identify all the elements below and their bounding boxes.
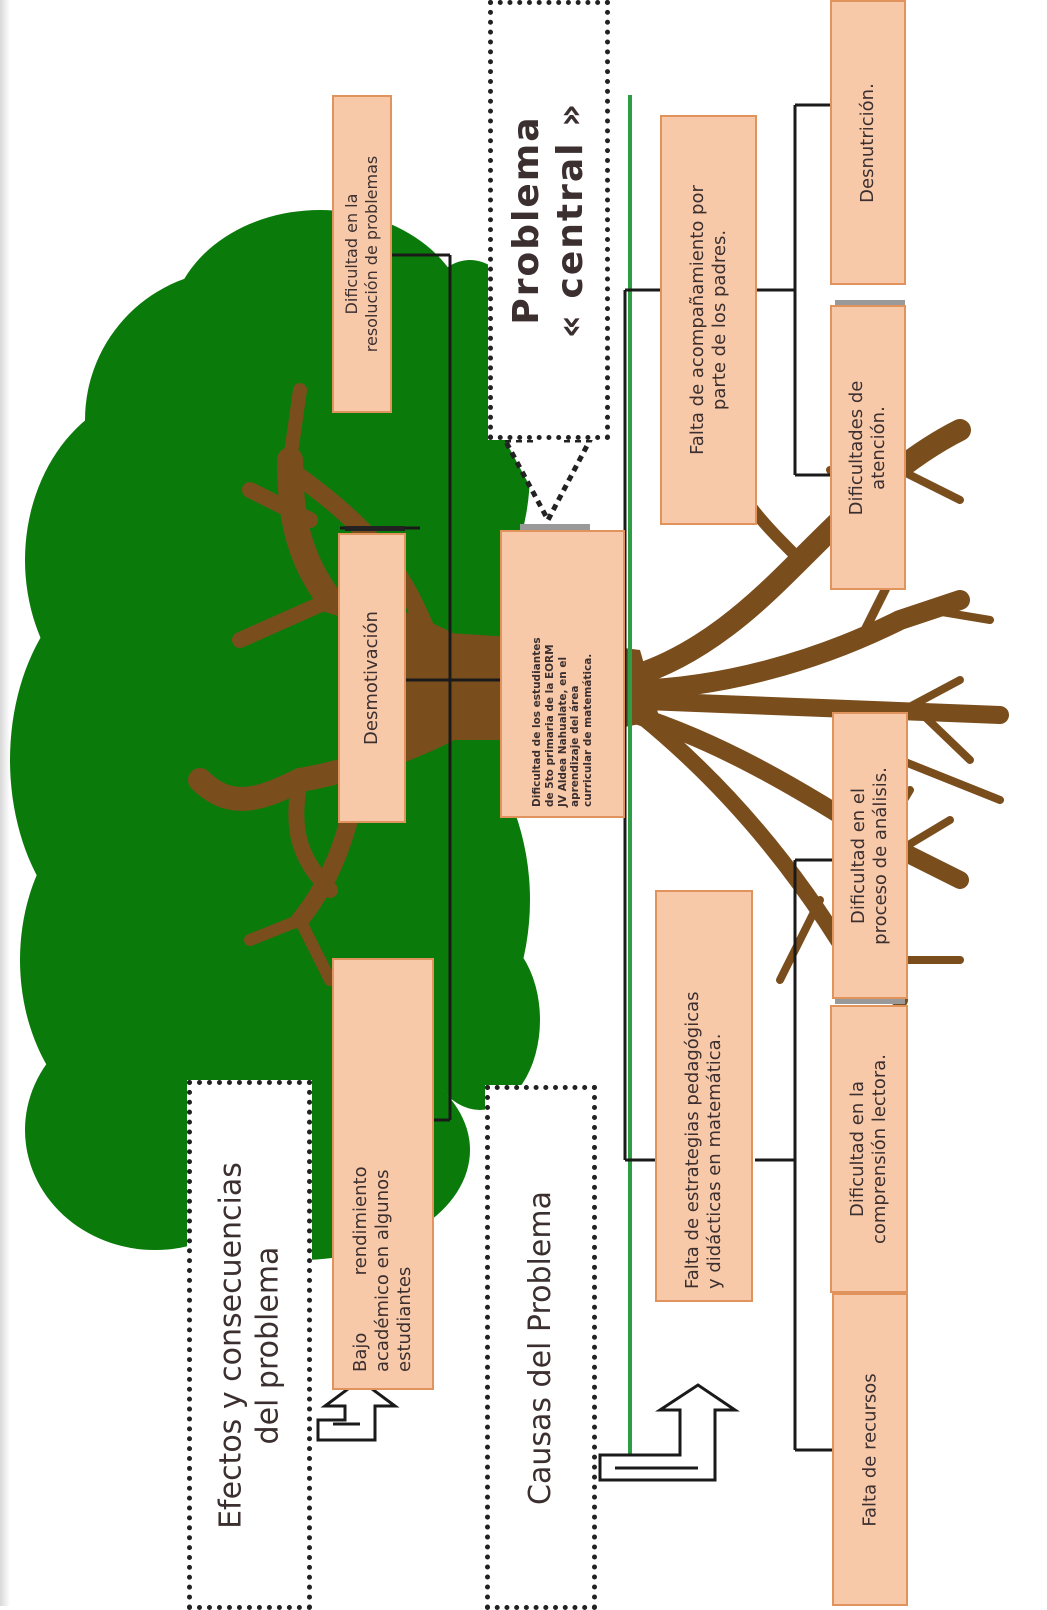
page-edge-shadow (0, 0, 10, 1606)
cause-line: y didácticas en matemática. (704, 1033, 725, 1289)
subcause-box-malnutrition: Desnutrición. (830, 0, 906, 285)
subcause-box-resources: Falta de recursos (832, 1293, 908, 1606)
central-title-line1: Problema (506, 115, 548, 325)
effect-line: resolución de problemas (362, 155, 381, 353)
subcause-text: Dificultad en la comprensión lectora. (833, 1008, 905, 1290)
central-problem-line: aprendizaje del área (568, 685, 581, 807)
effect-line: académico en algunos (372, 1169, 394, 1373)
causes-title-box: Causas del Problema (485, 1085, 597, 1610)
effect-line: Dificultad en la (342, 193, 362, 315)
central-problem-box: Dificultad de los estudiantes de 5to pri… (500, 530, 625, 818)
central-title-box: Problema « central » (488, 0, 610, 440)
effects-title-box: Efectos y consecuencias del problema (187, 1080, 312, 1610)
subcause-line: Desnutrición. (857, 82, 879, 203)
central-problem-line: Dificultad de los estudiantes (530, 637, 543, 807)
connector-lines (340, 103, 835, 1452)
effects-title-line1: Efectos y consecuencias (212, 1162, 248, 1529)
cause-text: Falta de acompañamiento por parte de los… (664, 120, 754, 520)
cause-text: Falta de estrategias pedagógicas y didác… (658, 895, 750, 1297)
subcause-text: Dificultad en el proceso de análisis. (835, 716, 905, 996)
subcause-line: atención. (868, 405, 889, 490)
effects-arrow (316, 1378, 400, 1442)
central-problem-line: JV Aldea Nahualate, en el (556, 656, 569, 807)
subcause-line: Dificultad en el (848, 787, 870, 924)
effect-box-low-performance: Bajo rendimiento académico en algunos es… (332, 958, 434, 1390)
cause-line: Falta de acompañamiento por (686, 185, 708, 455)
box-tabs (345, 300, 905, 1004)
cause-box-strategies: Falta de estrategias pedagógicas y didác… (655, 890, 753, 1302)
cause-box-parents: Falta de acompañamiento por parte de los… (660, 115, 757, 525)
causes-arrow (598, 1383, 740, 1482)
central-problem-line: curricular de matemática. (581, 653, 594, 807)
effect-text: Bajo rendimiento académico en algunos es… (335, 964, 431, 1384)
central-problem-line: de 5to primaria de la EORM (543, 644, 556, 807)
effect-box-demotivation: Desmotivación (338, 533, 406, 823)
effects-title-text: Efectos y consecuencias del problema (192, 1086, 307, 1606)
effect-line: Desmotivación (361, 611, 383, 745)
subcause-box-attention: Dificultades de atención. (830, 305, 906, 590)
effect-text: Dificultad en la resolución de problemas (333, 99, 391, 409)
subcause-text: Dificultades de atención. (833, 309, 903, 587)
subcause-line: comprensión lectora. (869, 1053, 890, 1245)
subcause-line: Falta de recursos (859, 1372, 881, 1527)
subcause-text: Falta de recursos (836, 1297, 906, 1602)
causes-title-line1: Causas del Problema (522, 1190, 558, 1505)
effects-title-line2: del problema (249, 1246, 285, 1445)
central-title-text: Problema « central » (494, 10, 604, 430)
subcause-line: Dificultades de (846, 380, 868, 515)
subcause-text: Desnutrición. (833, 3, 903, 283)
subcause-line: proceso de análisis. (870, 766, 891, 945)
cause-line: Falta de estrategias pedagógicas (682, 991, 704, 1289)
central-problem-text: Dificultad de los estudiantes de 5to pri… (504, 533, 622, 815)
effect-line: Bajo rendimiento (350, 1166, 372, 1372)
causes-title-text: Causas del Problema (491, 1098, 591, 1598)
subcause-box-reading: Dificultad en la comprensión lectora. (830, 1005, 908, 1293)
subcause-box-analysis: Dificultad en el proceso de análisis. (832, 712, 908, 999)
effect-line: estudiantes (393, 1266, 415, 1372)
effect-text: Desmotivación (342, 538, 402, 818)
effect-box-problem-solving: Dificultad en la resolución de problemas (332, 95, 392, 413)
subcause-line: Dificultad en la (847, 1081, 869, 1217)
central-title-line2: « central » (550, 101, 591, 339)
cause-line: parte de los padres. (708, 229, 730, 411)
